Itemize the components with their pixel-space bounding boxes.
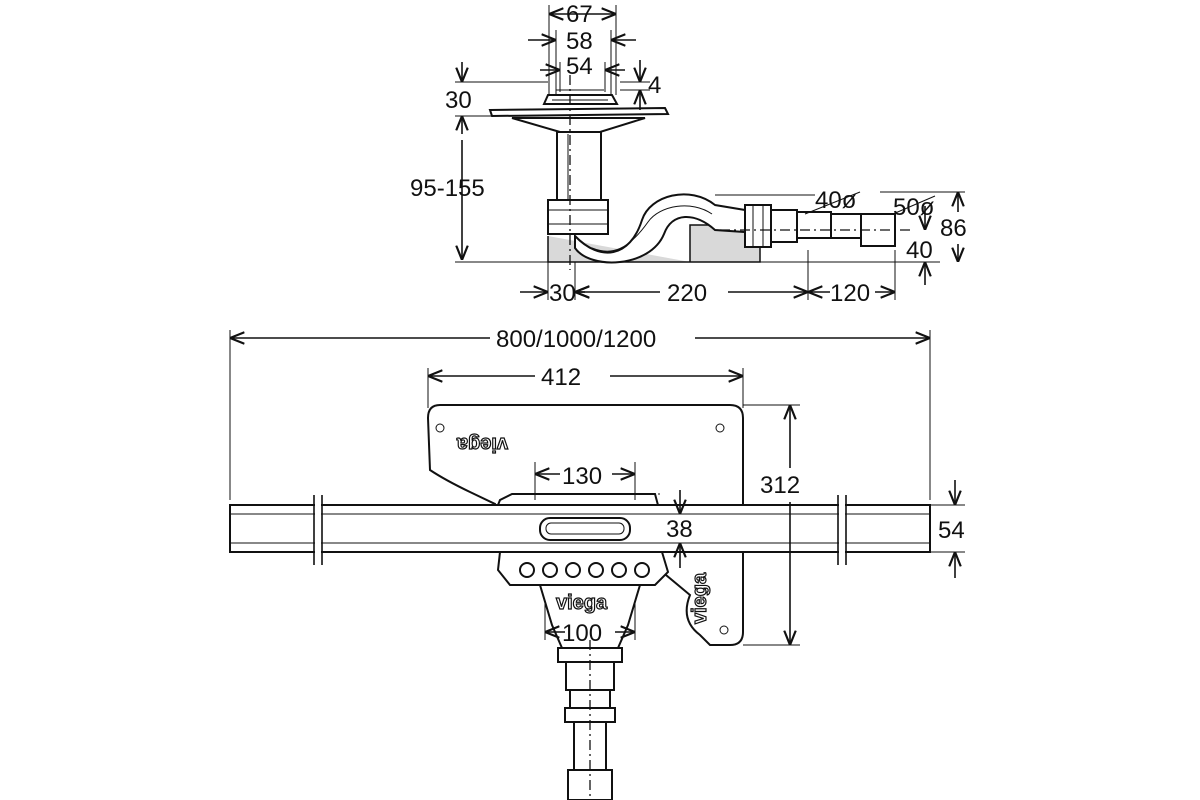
outlet-connector [770,209,798,243]
dim-800-1000-1200: 800/1000/1200 [496,326,656,353]
grate-slot [539,517,631,541]
dim-40: 40 [906,237,933,264]
dim-86: 86 [940,215,967,242]
logo-top: viega [456,433,508,455]
side-section-view: 67 58 54 4 30 95-155 40ø 50ø 86 40 [410,1,967,307]
riser-pipe [556,131,602,203]
break-lines [313,495,847,565]
dim-54-top: 54 [566,53,593,80]
outlet-adapter [830,213,862,239]
dim-30-left: 30 [445,87,472,114]
dim-58: 58 [566,28,593,55]
dim-312: 312 [760,472,800,499]
dim-4: 4 [648,72,661,99]
logo-side: viega [689,572,711,624]
dim-30-bottom: 30 [549,280,576,307]
riser-coupling [547,199,609,235]
dim-220: 220 [667,280,707,307]
plan-view: 800/1000/1200 412 viega viega viega [229,326,965,800]
dim-100: 100 [562,620,602,647]
dim-412: 412 [541,364,581,391]
dim-54-right: 54 [938,517,965,544]
funnel-body [511,117,646,133]
logo-mid: viega [556,592,608,614]
outlet-pipe [796,211,832,239]
outlet-nut [744,204,772,248]
dim-50-dia: 50ø [893,194,935,221]
dim-38: 38 [666,516,693,543]
floor-plate [488,106,670,118]
dim-120: 120 [830,280,870,307]
dim-40-dia: 40ø [815,187,857,214]
dim-67: 67 [566,1,593,28]
dim-130: 130 [562,463,602,490]
dim-95-155: 95-155 [410,175,485,202]
